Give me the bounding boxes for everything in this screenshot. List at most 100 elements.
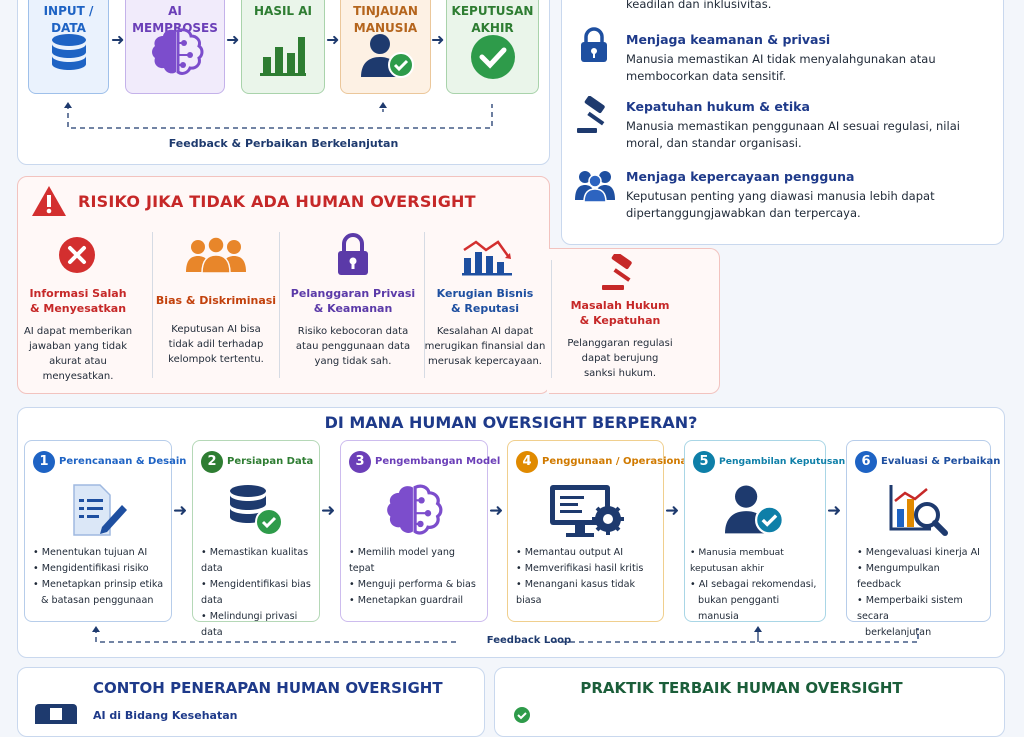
risk-item-desc: Pelanggaran regulasi dapat berujung sank… (567, 338, 673, 379)
stage-arrow: ➜ (827, 501, 842, 521)
role-item-desc: Manusia memastikan penggunaan AI sesuai … (626, 119, 960, 150)
role-item-title: Menjaga kepercayaan pengguna (626, 169, 855, 184)
role-item-trust: Menjaga kepercayaan pengguna Keputusan p… (626, 169, 996, 222)
stage-bullets: • Memastikan kualitas data • Mengidentif… (201, 545, 315, 641)
risk-title: RISIKO JIKA TIDAK ADA HUMAN OVERSIGHT (78, 192, 476, 211)
stage-bullet: • Manusia membuat keputusan akhir (690, 547, 784, 574)
brain-icon (152, 28, 204, 75)
stage-number: 3 (349, 451, 371, 473)
flow-step-label: KEPUTUSAN AKHIR (451, 4, 534, 35)
stage-bullets: • Manusia membuat keputusan akhir • AI s… (690, 545, 821, 625)
risk-item-business: Kerugian Bisnis & Reputasi Kesalahan AI … (420, 286, 550, 369)
example-item-health: AI di Bidang Kesehatan (93, 709, 238, 722)
risk-item-title: Kerugian Bisnis & Reputasi (436, 287, 534, 315)
check-icon (514, 707, 530, 723)
stage-bullet: • AI sebagai rekomendasi, (690, 579, 817, 590)
users-icon (575, 171, 615, 202)
risk-item-desc: Kesalahan AI dapat merugikan finansial d… (424, 326, 546, 367)
risk-item-desc: Risiko kebocoran data atau penggunaan da… (295, 326, 411, 367)
roles-top-text: keadilan dan inklusivitas. (626, 0, 772, 11)
feedback-loop-caption: Feedback Loop (486, 635, 572, 646)
risk-item-privacy: Pelanggaran Privasi & Keamanan Risiko ke… (288, 286, 418, 369)
risk-panel (17, 176, 550, 394)
where-title: DI MANA HUMAN OVERSIGHT BERPERAN? (324, 413, 698, 432)
flow-step-human-review: TINJAUAN MANUSIA (340, 0, 431, 94)
flow-step-input: INPUT / DATA (28, 0, 109, 94)
feedback-caption: Feedback & Perbaikan Berkelanjutan (168, 137, 399, 150)
check-circle-icon (471, 35, 515, 79)
stage-title: Pengembangan Model (375, 456, 501, 467)
padlock-icon (338, 233, 368, 275)
error-icon (59, 237, 95, 273)
lock-icon (581, 27, 607, 62)
hospital-icon (35, 704, 77, 724)
flow-step-result: HASIL AI (241, 0, 325, 94)
risk-item-bias: Bias & Diskriminasi Keputusan AI bisa ti… (151, 293, 281, 367)
stage-bullet: • Memastikan kualitas data (201, 547, 309, 574)
bar-chart-icon (260, 37, 306, 76)
flow-arrow: ➜ (431, 30, 445, 49)
stage-decision: 5 Pengambilan Keputusan • Manusia membua… (684, 440, 845, 625)
flow-step-label: HASIL AI (253, 4, 312, 18)
flow-step-label: TINJAUAN MANUSIA (353, 4, 418, 35)
stage-bullets: • Memantau output AI • Memverifikasi has… (516, 545, 659, 609)
stage-planning: 1 Perencanaan & Desain • Menentukan tuju… (24, 440, 186, 622)
stage-number: 5 (693, 451, 715, 473)
stage-bullet: bukan pengganti manusia (698, 595, 780, 622)
stage-bullets: • Memilih model yang tepat • Menguji per… (349, 545, 483, 609)
monitor-gear-icon (549, 485, 624, 537)
flow-arrow: ➜ (326, 30, 340, 49)
stage-number: 4 (516, 451, 538, 473)
document-edit-icon (73, 484, 127, 536)
stage-bullet: • Memperbaiki sistem secara (857, 595, 963, 622)
stage-arrow: ➜ (665, 501, 680, 521)
stage-data-prep: 2 Persiapan Data • Memastikan kualitas d… (192, 440, 320, 638)
stage-bullet: • Menetapkan guardrail (349, 595, 464, 606)
best-practices-panel (494, 667, 1005, 737)
feedback-loop-line (92, 626, 919, 643)
group-icon (186, 236, 246, 274)
gavel-icon (577, 96, 605, 133)
stage-bullet: • Memilih model yang tepat (349, 547, 456, 574)
role-item-desc: Manusia memastikan AI tidak menyalahguna… (626, 52, 936, 83)
divider (424, 232, 425, 378)
stage-bullet: • Menetapkan prinsip etika (33, 579, 164, 590)
risk-item-title: Pelanggaran Privasi & Keamanan (290, 287, 416, 315)
stage-title: Pengambilan Keputusan (719, 456, 846, 467)
flow-arrow: ➜ (226, 30, 240, 49)
risk-item-desc: Keputusan AI bisa tidak adil terhadap ke… (168, 324, 264, 365)
stage-operations: 4 Penggunaan / Operasional • Memantau ou… (507, 440, 691, 622)
user-check-icon (361, 34, 414, 78)
brain-icon (387, 484, 443, 535)
examples-panel (17, 667, 485, 737)
risk-panel-join (547, 249, 553, 393)
stage-bullet: • Mengumpulkan feedback (857, 563, 940, 590)
risk-item-title: Bias & Diskriminasi (155, 294, 277, 307)
role-item-title: Kepatuhan hukum & etika (626, 99, 810, 114)
stage-model-dev: 3 Pengembangan Model • Memilih model yan… (340, 440, 500, 622)
stage-evaluation: 6 Evaluasi & Perbaikan • Mengevaluasi ki… (846, 440, 1000, 638)
stage-bullets: • Menentukan tujuan AI • Mengidentifikas… (33, 545, 167, 609)
stage-bullet: • Mengidentifikasi risiko (33, 563, 149, 574)
role-item-desc: Keputusan penting yang diawasi manusia l… (626, 189, 935, 220)
loss-chart-icon (462, 240, 512, 276)
risk-item-legal: Masalah Hukum & Kepatuhan Pelanggaran re… (555, 298, 685, 381)
stage-arrow: ➜ (173, 501, 188, 521)
flow-arrow: ➜ (111, 30, 125, 49)
flow-step-ai: AI MEMPROSES (125, 0, 225, 94)
stage-arrow: ➜ (321, 501, 336, 521)
risk-panel-extension (549, 248, 720, 394)
flow-step-label: AI MEMPROSES (132, 4, 218, 35)
stage-bullet: • Memantau output AI (516, 547, 624, 558)
stage-number: 2 (201, 451, 223, 473)
role-item-title: Menjaga keamanan & privasi (626, 32, 831, 47)
risk-item-title: Informasi Salah & Menyesatkan (29, 287, 127, 315)
divider (152, 232, 153, 378)
law-gavel-icon (602, 254, 632, 290)
risk-item-desc: AI dapat memberikan jawaban yang tidak a… (23, 326, 133, 382)
feedback-loop-line (64, 102, 493, 129)
stage-number: 6 (855, 451, 877, 473)
best-practices-title: PRAKTIK TERBAIK HUMAN OVERSIGHT (580, 679, 903, 697)
divider (279, 232, 280, 378)
risk-item-title: Masalah Hukum & Kepatuhan (570, 299, 670, 327)
